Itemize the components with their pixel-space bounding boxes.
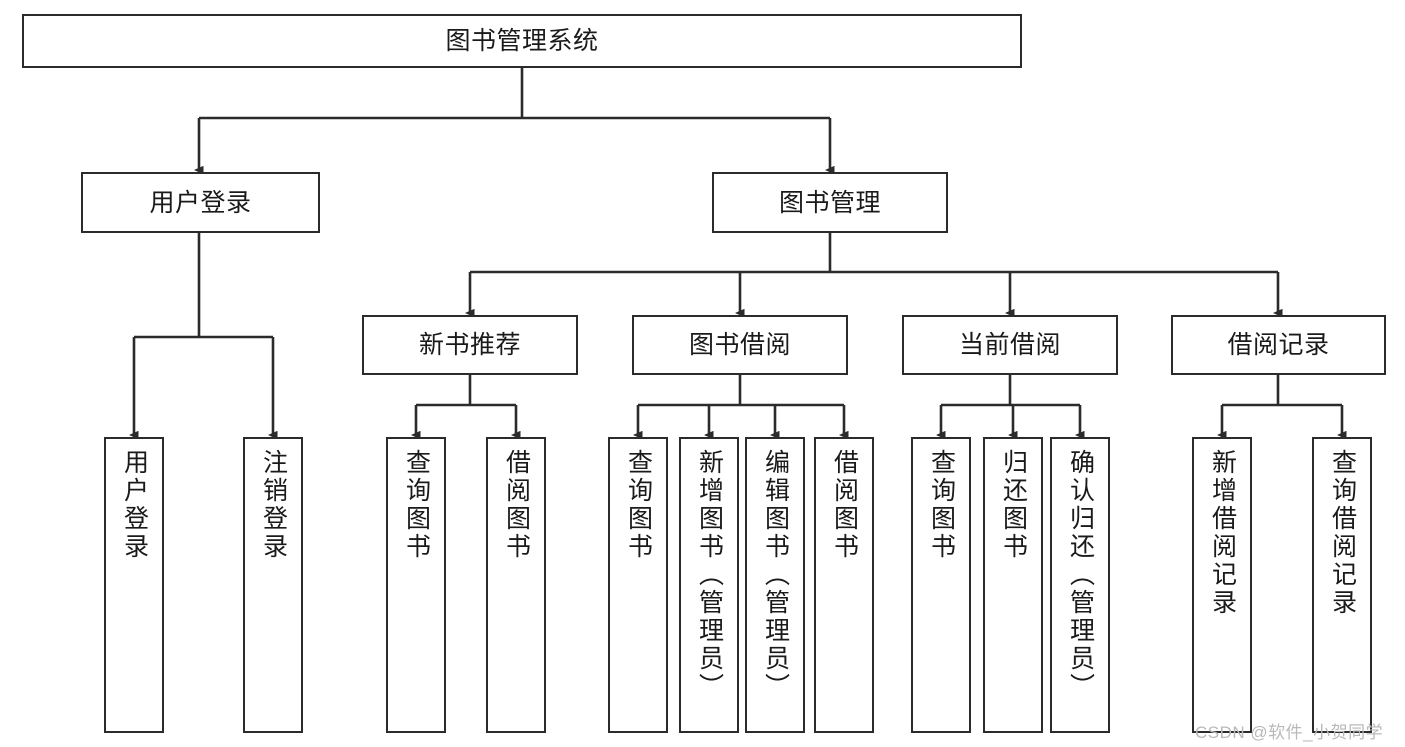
- node-new-book-recommend-label: 新书推荐: [418, 331, 521, 359]
- leaf-borrow-book-label: 借阅图书: [830, 449, 859, 561]
- leaf-query-borrow-record-label: 查询借阅记录: [1328, 449, 1357, 617]
- leaf-borrow-book-recommend-label: 借阅图书: [502, 449, 531, 561]
- leaf-confirm-return-admin[interactable]: 确认归还（管理员）: [1050, 437, 1110, 733]
- leaf-add-borrow-record-label: 新增借阅记录: [1208, 449, 1237, 617]
- leaf-query-book-recommend-label: 查询图书: [402, 449, 431, 561]
- leaf-add-book-admin[interactable]: 新增图书（管理员）: [679, 437, 739, 733]
- node-book-management[interactable]: 图书管理: [712, 172, 948, 233]
- leaf-return-book-label: 归还图书: [999, 449, 1028, 561]
- leaf-confirm-return-admin-label: 确认归还（管理员）: [1066, 449, 1095, 701]
- leaf-return-book[interactable]: 归还图书: [983, 437, 1043, 733]
- leaf-query-borrow-record[interactable]: 查询借阅记录: [1312, 437, 1372, 733]
- node-root[interactable]: 图书管理系统: [22, 14, 1022, 68]
- leaf-borrow-book-recommend[interactable]: 借阅图书: [486, 437, 546, 733]
- node-root-label: 图书管理系统: [445, 27, 599, 55]
- node-book-borrow-label: 图书借阅: [688, 331, 791, 359]
- node-borrow-record[interactable]: 借阅记录: [1171, 315, 1386, 375]
- leaf-borrow-book[interactable]: 借阅图书: [814, 437, 874, 733]
- leaf-logout-label: 注销登录: [259, 449, 288, 561]
- leaf-user-login[interactable]: 用户登录: [104, 437, 164, 733]
- node-current-borrow[interactable]: 当前借阅: [902, 315, 1118, 375]
- leaf-edit-book-admin-label: 编辑图书（管理员）: [761, 449, 790, 701]
- node-book-management-label: 图书管理: [778, 188, 881, 217]
- leaf-add-book-admin-label: 新增图书（管理员）: [695, 449, 724, 701]
- node-new-book-recommend[interactable]: 新书推荐: [362, 315, 578, 375]
- leaf-edit-book-admin[interactable]: 编辑图书（管理员）: [745, 437, 805, 733]
- leaf-query-book-borrow-label: 查询图书: [624, 449, 653, 561]
- node-book-borrow[interactable]: 图书借阅: [632, 315, 848, 375]
- leaf-query-book-borrow[interactable]: 查询图书: [608, 437, 668, 733]
- node-user-login[interactable]: 用户登录: [81, 172, 320, 233]
- node-borrow-record-label: 借阅记录: [1227, 331, 1330, 359]
- leaf-query-book-current[interactable]: 查询图书: [911, 437, 971, 733]
- leaf-logout[interactable]: 注销登录: [243, 437, 303, 733]
- node-current-borrow-label: 当前借阅: [958, 331, 1061, 359]
- node-user-login-label: 用户登录: [149, 188, 252, 217]
- leaf-query-book-recommend[interactable]: 查询图书: [386, 437, 446, 733]
- leaf-add-borrow-record[interactable]: 新增借阅记录: [1192, 437, 1252, 733]
- csdn-watermark: CSDN @软件_小贺同学: [1195, 723, 1384, 742]
- leaf-user-login-label: 用户登录: [120, 449, 149, 561]
- leaf-query-book-current-label: 查询图书: [927, 449, 956, 561]
